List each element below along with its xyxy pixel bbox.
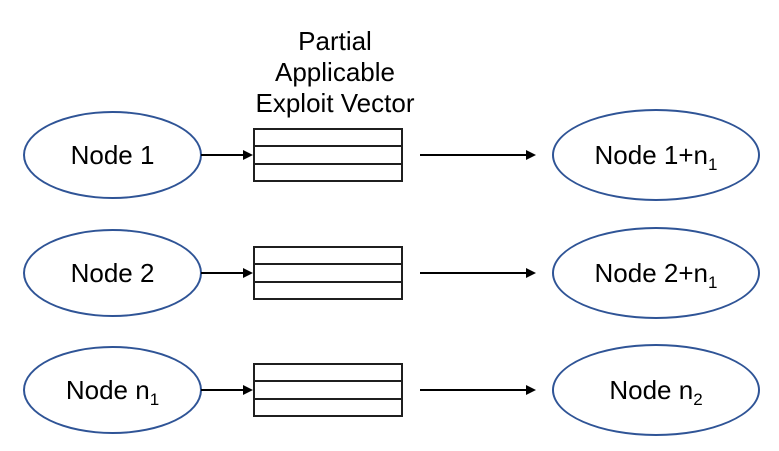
vector-segment — [255, 263, 401, 280]
vector-segment — [255, 130, 401, 145]
target-node-label-1: Node 1+n1 — [594, 139, 718, 174]
node-label-text: Node n — [65, 374, 150, 405]
node-label-text: Node 2 — [70, 257, 155, 288]
vector-segment — [255, 365, 401, 380]
vector-segment — [255, 280, 401, 298]
title-line-3: Exploit Vector — [255, 88, 415, 118]
target-node-ellipse-1: Node 1+n1 — [552, 109, 760, 201]
target-node-label-3: Node n2 — [609, 374, 703, 409]
source-node-ellipse-2: Node 2 — [23, 229, 202, 317]
source-node-label-2: Node 2 — [71, 258, 155, 289]
vector-segment — [255, 248, 401, 263]
arrow-vector-to-target-3 — [420, 385, 536, 395]
node-label-text: Node n — [609, 374, 694, 405]
vector-segment — [255, 145, 401, 162]
node-label-subscript: 1 — [708, 154, 718, 174]
exploit-vector-box-2 — [253, 246, 403, 300]
source-node-label-1: Node 1 — [71, 140, 155, 171]
node-label-text: Node 1+n — [594, 139, 708, 170]
arrow-source-to-vector-1 — [201, 150, 253, 160]
target-node-label-2: Node 2+n1 — [594, 257, 718, 292]
vector-segment — [255, 397, 401, 415]
node-label-subscript: 1 — [149, 389, 160, 409]
target-node-ellipse-2: Node 2+n1 — [552, 227, 760, 319]
node-label-subscript: 1 — [708, 272, 718, 292]
arrow-source-to-vector-3 — [201, 385, 253, 395]
vector-segment — [255, 380, 401, 397]
node-label-subscript: 2 — [693, 389, 703, 409]
vector-segment — [255, 162, 401, 180]
arrow-source-to-vector-2 — [201, 268, 253, 278]
arrow-vector-to-target-1 — [420, 150, 536, 160]
node-label-text: Node 2+n — [594, 257, 708, 288]
exploit-vector-box-3 — [253, 363, 403, 417]
title-line-1: Partial — [298, 26, 372, 56]
node-label-text: Node 1 — [70, 139, 155, 170]
exploit-vector-box-1 — [253, 128, 403, 182]
source-node-label-3: Node n1 — [65, 374, 160, 409]
source-node-ellipse-3: Node n1 — [23, 346, 202, 434]
target-node-ellipse-3: Node n2 — [552, 344, 760, 436]
diagram-title: Partial Applicable Exploit Vector — [235, 26, 435, 119]
source-node-ellipse-1: Node 1 — [23, 111, 202, 199]
arrow-vector-to-target-2 — [420, 268, 536, 278]
title-line-2: Applicable — [275, 57, 395, 87]
